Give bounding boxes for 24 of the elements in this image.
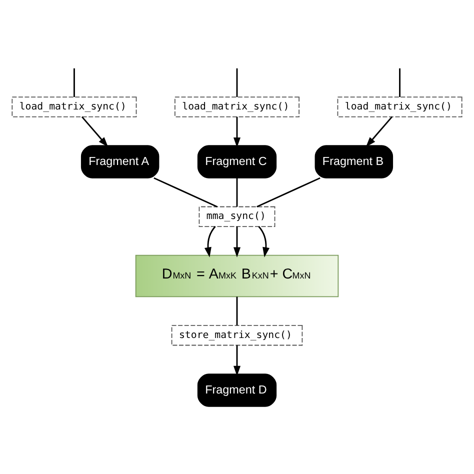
arrow <box>204 226 216 258</box>
connector <box>154 177 218 208</box>
arrow <box>233 345 241 376</box>
arrow <box>366 116 393 148</box>
node-box: DMxN = AMxK BKxN+ CMxN <box>135 254 339 298</box>
node-box: store_matrix_sync() <box>171 325 303 346</box>
connector <box>74 68 75 97</box>
node-box: mma_sync() <box>198 206 276 227</box>
node-box: Fragment B <box>314 145 394 178</box>
node-box: Fragment C <box>197 145 277 178</box>
node-box: Fragment D <box>197 374 277 407</box>
arrow <box>81 116 108 148</box>
arrow <box>258 226 270 258</box>
node-box: load_matrix_sync() <box>337 96 462 118</box>
connector <box>236 178 238 207</box>
arrow <box>233 116 241 148</box>
connector <box>236 296 238 326</box>
connector <box>399 68 400 97</box>
node-box: load_matrix_sync() <box>174 96 300 118</box>
connector <box>236 68 238 97</box>
arrow <box>233 226 241 258</box>
node-box: Fragment A <box>80 145 160 178</box>
connector <box>256 177 320 208</box>
node-box: load_matrix_sync() <box>12 96 137 118</box>
